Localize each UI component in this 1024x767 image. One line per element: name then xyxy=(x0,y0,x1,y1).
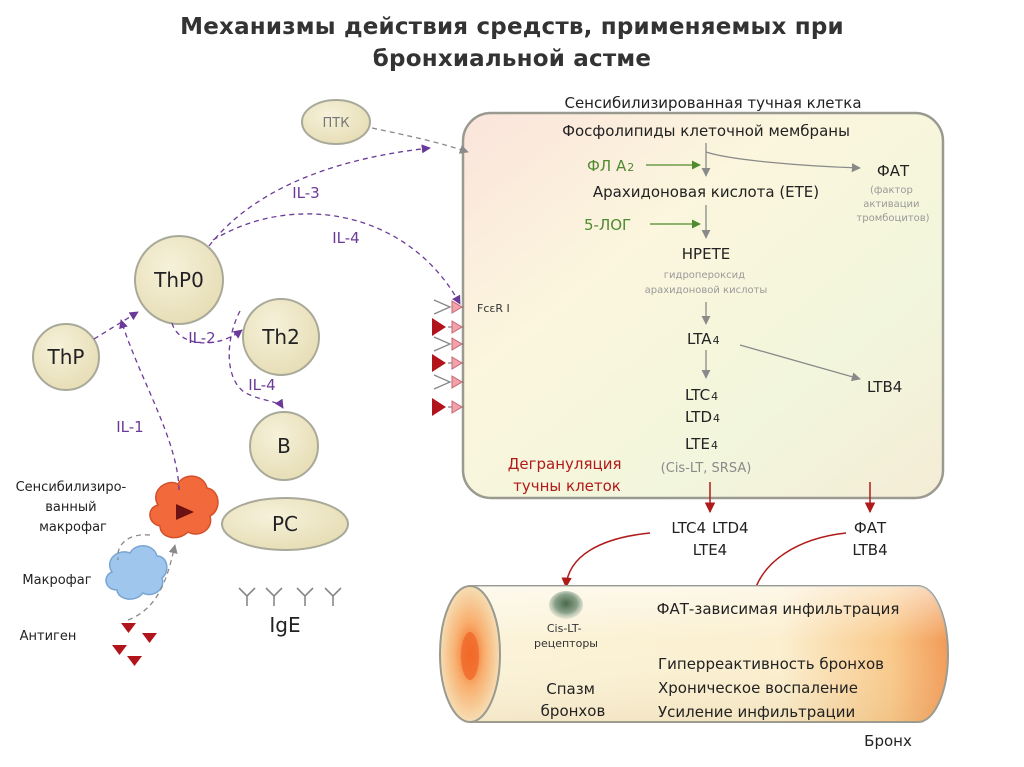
cislt-receptor-spot xyxy=(549,591,583,619)
hpete-label: HPETE xyxy=(682,245,730,263)
antigens xyxy=(112,623,157,666)
bronchus-tube xyxy=(439,585,949,723)
infiltration-label: ФАТ-зависимая инфильтрация xyxy=(657,600,900,618)
th2-cell xyxy=(242,298,320,376)
il1-label: IL-1 xyxy=(116,418,143,436)
ige-label: IgE xyxy=(269,613,300,637)
arrow-to-fat xyxy=(705,151,861,173)
b-label: B xyxy=(277,434,291,458)
cislt-receptors-label: Cis-LT- рецепторы xyxy=(534,622,598,650)
fcer-label: FcεR I xyxy=(477,302,510,315)
th2-label: Th2 xyxy=(261,325,300,349)
phospholipids-label: Фосфолипиды клеточной мембраны xyxy=(562,122,850,140)
il4-bottom-arrow xyxy=(228,310,284,409)
pc-label: PC xyxy=(272,512,298,536)
b-cell xyxy=(249,411,319,481)
macrophage-cloud xyxy=(105,545,168,600)
released-ltb: LTB4 xyxy=(852,541,887,559)
ptk-cell xyxy=(301,99,371,145)
il4-top-label: IL-4 xyxy=(332,229,359,247)
arrow-lta-to-ltb xyxy=(739,344,861,382)
ltd4-label: LTD4 xyxy=(685,408,720,426)
macrophage-label: Макрофаг xyxy=(22,573,91,588)
fat-label: ФАТ xyxy=(877,162,910,180)
il3-label: IL-3 xyxy=(292,184,319,202)
il4-top-arrow xyxy=(212,213,461,305)
il1-arrow xyxy=(119,319,180,491)
ige-antibodies xyxy=(238,587,342,606)
lta4-label: LTA4 xyxy=(687,330,720,348)
ptk-label: ПТК xyxy=(323,116,350,131)
title-line-2: бронхиальной астме xyxy=(372,46,652,72)
thp-cell xyxy=(32,323,100,391)
bronchospasm-label: Спазм бронхов xyxy=(541,680,606,720)
bronchus-label: Бронх xyxy=(864,732,912,750)
lte4-label: LTE4 xyxy=(685,435,718,453)
antigen-label: Антиген xyxy=(20,629,77,644)
mast-cell-body xyxy=(461,111,945,500)
mast-cell-caption: Сенсибилизированная тучная клетка xyxy=(564,94,861,112)
ltb4-label: LTB4 xyxy=(867,378,902,396)
ptk-arrow xyxy=(371,127,469,154)
il3-arrow xyxy=(208,144,431,247)
arachidonic-label: Арахидоновая кислота (ETE) xyxy=(593,183,819,201)
thp-label: ThP xyxy=(47,345,85,369)
hpete-note: гидропероксид арахидоновой кислоты xyxy=(645,270,768,296)
title-line-1: Механизмы действия средств, применяемых … xyxy=(180,14,844,40)
sensitized-macrophage-label: Сенсибилизиро- ванный макрофаг xyxy=(16,480,131,535)
released-fat: ФАТ xyxy=(854,519,887,537)
ltc4-label: LTC4 xyxy=(685,386,718,404)
cislt-note: (Cis-LT, SRSA) xyxy=(661,461,752,476)
arrow-lt-to-receptors xyxy=(561,532,651,589)
thp0-cell xyxy=(134,235,224,325)
antigen-arrow xyxy=(127,544,178,621)
fcer-receptors xyxy=(432,299,464,416)
il2-label: IL-2 xyxy=(188,329,215,347)
lox5-label: 5-ЛОГ xyxy=(584,216,631,234)
macrophage-to-sens-line xyxy=(117,534,151,561)
fat-note: (фактор активации тромбоцитов) xyxy=(856,185,929,224)
thp-to-thp0-arrow xyxy=(93,311,139,340)
sensitized-macrophage xyxy=(149,475,219,539)
thp0-label: ThP0 xyxy=(153,268,204,292)
pc-cell xyxy=(221,497,349,551)
released-lte: LTE4 xyxy=(693,541,727,559)
pla2-label: ФЛ А2 xyxy=(587,157,634,175)
bronchus-effects: Гиперреактивность бронхов Хроническое во… xyxy=(658,655,889,721)
il4-bottom-label: IL-4 xyxy=(248,376,275,394)
degranulation-label: Дегрануляция тучны клеток xyxy=(508,455,627,495)
